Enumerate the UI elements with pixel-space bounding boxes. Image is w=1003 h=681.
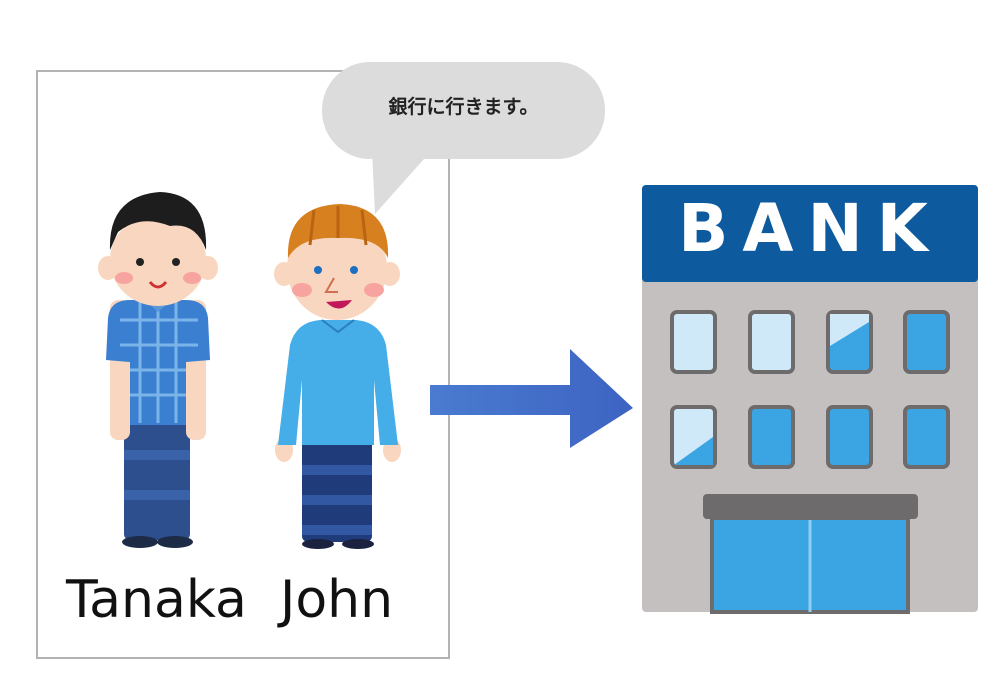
bank-sign-text: BANK (678, 190, 942, 267)
name-label-tanaka: Tanaka (66, 570, 247, 630)
tanaka-figure (98, 192, 218, 548)
speech-bubble (322, 62, 605, 214)
name-label-john: John (280, 570, 394, 630)
speech-bubble-text: 銀行に行きます。 (388, 96, 539, 118)
bank-building (642, 185, 978, 614)
right-arrow (430, 349, 633, 448)
john-figure (274, 204, 401, 549)
people-frame (36, 70, 450, 659)
